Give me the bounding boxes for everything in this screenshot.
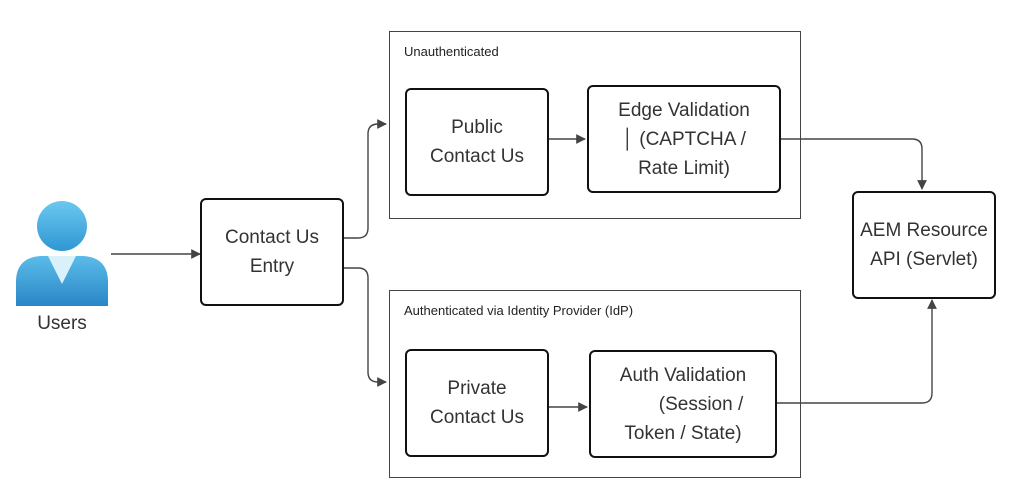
- node-text-line: Contact Us: [430, 407, 524, 428]
- node-text-line: Public: [451, 117, 503, 138]
- node-text-line: Edge Validation: [618, 99, 750, 121]
- edge-entry-to-private: [343, 267, 387, 387]
- users-label: Users: [37, 313, 87, 334]
- node-auth-validation-text: Auth Validation (Session / Token / State…: [620, 361, 746, 448]
- edge-edge-validation-to-aem: [780, 138, 927, 190]
- node-edge-validation-text: Edge Validation │ (CAPTCHA / Rate Limit): [618, 96, 750, 183]
- node-aem-resource-api-text: AEM Resource API (Servlet): [860, 216, 988, 274]
- node-public-contact-us-text: Public Contact Us: [430, 113, 524, 171]
- node-text-line: Private: [447, 378, 507, 399]
- node-contact-us-entry-text: Contact Us Entry: [225, 223, 319, 281]
- edge-auth-validation-to-aem: [776, 299, 937, 404]
- node-text-line: Token / State): [624, 422, 742, 444]
- node-aem-resource-api[interactable]: AEM Resource API (Servlet): [852, 191, 996, 299]
- user-icon: [16, 201, 108, 306]
- node-auth-validation[interactable]: Auth Validation (Session / Token / State…: [589, 350, 777, 458]
- node-text-line: │ (CAPTCHA /: [622, 128, 746, 150]
- node-text-line: (Session /: [658, 393, 744, 415]
- node-text-line: Entry: [249, 256, 295, 277]
- node-public-contact-us[interactable]: Public Contact Us: [405, 88, 549, 196]
- node-contact-us-entry[interactable]: Contact Us Entry: [200, 198, 344, 306]
- node-text-line: Contact Us: [430, 146, 524, 167]
- node-text-line: Rate Limit): [638, 157, 730, 179]
- node-edge-validation[interactable]: Edge Validation │ (CAPTCHA / Rate Limit): [587, 85, 781, 193]
- edge-entry-to-public: [343, 119, 387, 239]
- node-text-line: Auth Validation: [619, 364, 747, 386]
- node-private-contact-us-text: Private Contact Us: [430, 374, 524, 432]
- group-label-authenticated: Authenticated via Identity Provider (IdP…: [404, 303, 634, 318]
- node-text-line: API (Servlet): [870, 249, 978, 270]
- node-private-contact-us[interactable]: Private Contact Us: [405, 349, 549, 457]
- node-text-line: AEM Resource: [860, 220, 988, 241]
- group-label-unauthenticated: Unauthenticated: [404, 44, 499, 59]
- node-text-line: Contact Us: [225, 227, 319, 248]
